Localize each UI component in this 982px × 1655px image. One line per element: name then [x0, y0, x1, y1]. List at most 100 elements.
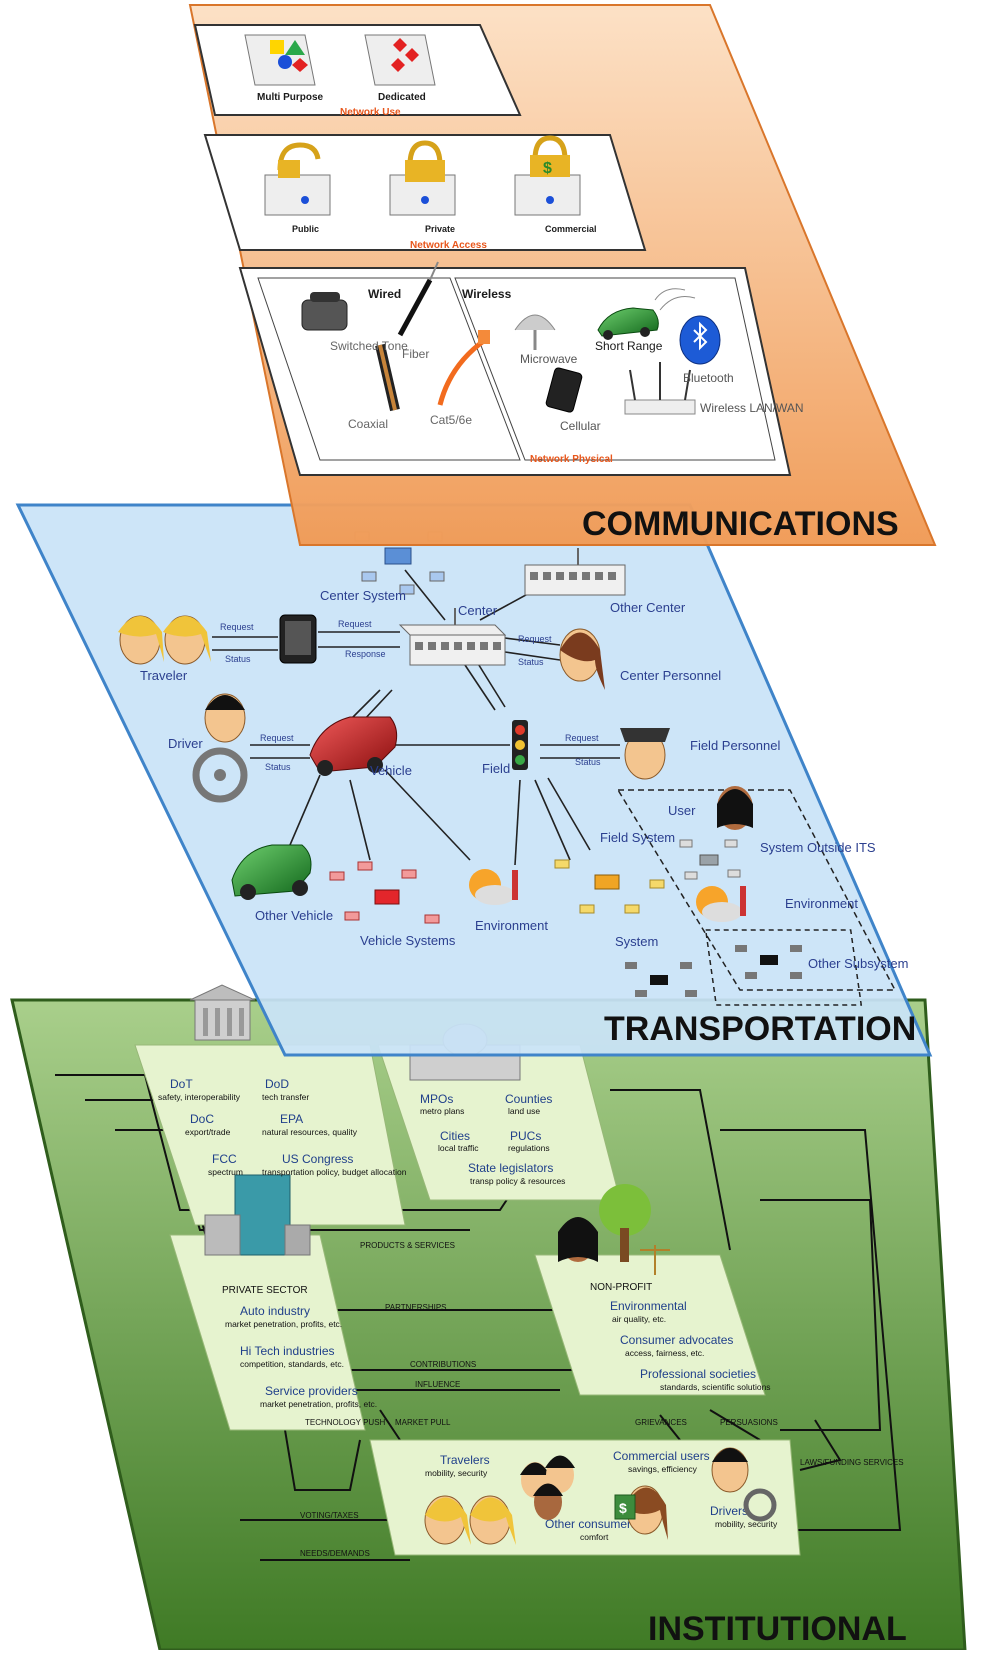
fiber-label: Fiber: [402, 347, 429, 361]
dedicated-box-icon: [364, 34, 436, 86]
driver-face-icon: [711, 1447, 777, 1522]
center-personnel-icon: [559, 628, 605, 690]
network-physical-caption: Network Physical: [530, 454, 613, 465]
public-lock-icon: [264, 142, 331, 216]
transportation-layer: Center System Center Other Center Travel…: [15, 503, 933, 1057]
nonprofit-env-label: Environmental: [610, 1299, 687, 1313]
traveler-request-label: Request: [220, 622, 254, 632]
steering-wheel-icon: [192, 747, 248, 803]
users-travelers-label: Travelers: [440, 1453, 490, 1467]
field-system-icon: [554, 859, 665, 914]
nonprofit-prof-note: standards, scientific solutions: [660, 1382, 771, 1392]
personnel-status-label: Status: [518, 657, 544, 667]
flow-persuasions: PERSUASIONS: [720, 1418, 778, 1427]
vehicle-label: Vehicle: [370, 763, 412, 778]
federal-building-icon: [189, 984, 256, 1041]
consumer-faces-icon: [520, 1455, 575, 1520]
communications-title: COMMUNICATIONS: [582, 505, 899, 543]
federal-dot-label: DoT: [170, 1077, 193, 1091]
cellphone-icon: [545, 367, 583, 413]
wireless-heading: Wireless: [462, 287, 512, 301]
local-pucs-note: regulations: [508, 1143, 550, 1153]
center-building-icon: [398, 608, 507, 666]
local-legislators-note: transp policy & resources: [470, 1176, 565, 1186]
local-counties-note: land use: [508, 1106, 540, 1116]
federal-epa-label: EPA: [280, 1112, 303, 1126]
nonprofit-consumer-note: access, fairness, etc.: [625, 1348, 704, 1358]
federal-congress-note: transportation policy, budget allocation: [262, 1167, 407, 1177]
network-access-caption: Network Access: [410, 240, 487, 251]
commercial-label: Commercial: [545, 224, 597, 234]
federal-fcc-label: FCC: [212, 1152, 237, 1166]
short-range-car-icon: [597, 288, 696, 340]
driver-request-label: Request: [260, 733, 294, 743]
local-legislators-label: State legislators: [468, 1161, 553, 1175]
federal-fcc-note: spectrum: [208, 1167, 243, 1177]
vehicle-car-icon: [309, 716, 398, 776]
network-use-panel: [193, 24, 522, 116]
transportation-title: TRANSPORTATION: [604, 1010, 916, 1048]
other-center-label: Other Center: [610, 600, 686, 615]
public-label: Public: [292, 224, 319, 234]
private-lock-icon: [389, 140, 456, 216]
commercial-lock-icon: $: [514, 135, 581, 216]
network-use-caption: Network Use: [340, 107, 401, 118]
institutional-layer: DoT safety, interoperability DoD tech tr…: [10, 984, 967, 1652]
short-range-label: Short Range: [595, 339, 663, 353]
system-icon: [625, 962, 697, 997]
vehicle-systems-label: Vehicle Systems: [360, 933, 456, 948]
cat-cable-icon: [437, 330, 490, 406]
field-personnel-icon: [620, 728, 670, 780]
environment-2-icon: [696, 886, 746, 922]
environment-sun-icon: [469, 869, 518, 905]
microwave-dish-icon: [514, 314, 556, 350]
environment-label: Environment: [475, 918, 548, 933]
driver-label: Driver: [168, 736, 203, 751]
federal-doc-label: DoC: [190, 1112, 214, 1126]
users-commercial-note: savings, efficiency: [628, 1464, 698, 1474]
scales-icon: [640, 1245, 670, 1275]
federal-doc-note: export/trade: [185, 1127, 231, 1137]
other-vehicle-label: Other Vehicle: [255, 908, 333, 923]
private-sector-heading: PRIVATE SECTOR: [222, 1285, 308, 1296]
flow-laws: LAWS/FUNDING SERVICES: [800, 1458, 904, 1467]
users-travelers-note: mobility, security: [425, 1468, 488, 1478]
private-auto-label: Auto industry: [240, 1304, 310, 1318]
field-request-label: Request: [565, 733, 599, 743]
multi-purpose-label: Multi Purpose: [257, 92, 324, 103]
field-label: Field: [482, 761, 510, 776]
flow-technology-push: TECHNOLOGY PUSH: [305, 1418, 386, 1427]
user-icon: [717, 786, 753, 830]
nonprofit-box: [534, 1254, 766, 1396]
federal-epa-note: natural resources, quality: [262, 1127, 358, 1137]
phone-response-label: Response: [345, 649, 386, 659]
system-dashed-box: [704, 929, 863, 1006]
private-hitech-note: competition, standards, etc.: [240, 1359, 344, 1369]
telephone-icon: [301, 292, 348, 331]
field-status-label: Status: [575, 757, 601, 767]
nonprofit-env-note: air quality, etc.: [612, 1314, 666, 1324]
flow-influence: INFLUENCE: [415, 1380, 460, 1389]
local-cities-note: local traffic: [438, 1143, 479, 1153]
driver-status-label: Status: [265, 762, 291, 772]
dedicated-label: Dedicated: [378, 92, 426, 103]
coaxial-cable-icon: [375, 343, 400, 412]
private-label: Private: [425, 224, 455, 234]
tree-icon: [599, 1184, 651, 1262]
traveler-status-label: Status: [225, 654, 251, 664]
commercial-user-icon: $: [614, 1485, 668, 1540]
users-other-note: comfort: [580, 1532, 609, 1542]
federal-dot-note: safety, interoperability: [158, 1092, 241, 1102]
traveler-faces-icon: [424, 1495, 516, 1545]
switched-tone-label: Switched Tone: [330, 339, 408, 353]
nonprofit-heading: NON-PROFIT: [590, 1282, 652, 1293]
flow-products: PRODUCTS & SERVICES: [360, 1241, 455, 1250]
wired-heading: Wired: [368, 287, 401, 301]
wireless-subpanel: [454, 277, 776, 461]
system-outside-its-label: System Outside ITS: [760, 840, 876, 855]
cellular-label: Cellular: [560, 419, 601, 433]
fiber-cable-icon: [397, 261, 439, 337]
communications-layer: Multi Purpose Dedicated Network Use $ Pu…: [188, 4, 937, 546]
bluetooth-icon: [679, 315, 721, 365]
